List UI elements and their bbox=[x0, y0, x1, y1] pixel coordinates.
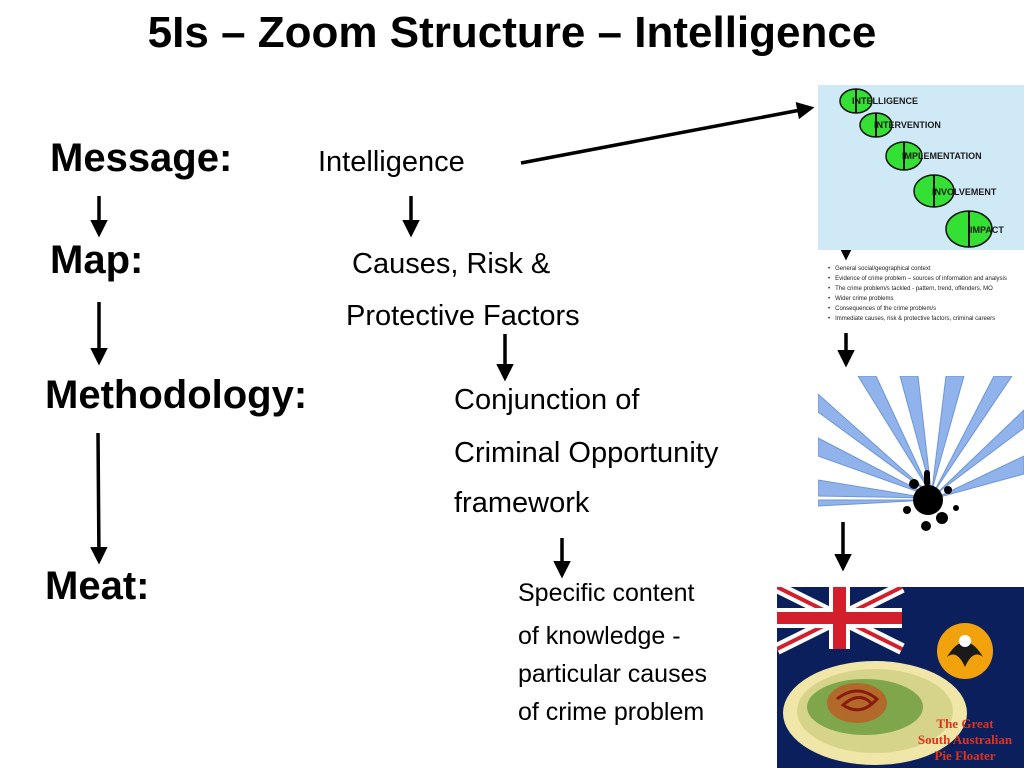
map-label: Map: bbox=[50, 238, 144, 282]
union-jack-icon bbox=[777, 587, 905, 655]
leaf-icon bbox=[913, 174, 955, 208]
slide-title: 5Is – Zoom Structure – Intelligence bbox=[147, 8, 877, 57]
pie-caption-line: The Great bbox=[936, 716, 994, 731]
meat-line-2: of knowledge - bbox=[518, 622, 681, 650]
pie-bowl-icon bbox=[783, 661, 967, 765]
piping-shrike-badge-icon bbox=[937, 623, 993, 679]
leaf-icon bbox=[839, 88, 873, 114]
methodology-line-3: framework bbox=[454, 487, 590, 519]
pie-floater-image: The Great South Australian Pie Floater bbox=[777, 587, 1024, 768]
bullet-item: General social/geographical context bbox=[828, 264, 1024, 274]
pie-caption: The Great South Australian Pie Floater bbox=[910, 716, 1020, 764]
bullet-item: Immediate causes, risk & protective fact… bbox=[828, 314, 1024, 324]
message-label: Message: bbox=[50, 136, 233, 180]
methodology-label: Methodology: bbox=[45, 373, 308, 417]
meat-label: Meat: bbox=[45, 564, 150, 608]
bullet-item: Evidence of crime problem – sources of i… bbox=[828, 274, 1024, 284]
meat-line-1: Specific content bbox=[518, 579, 695, 607]
arrow-message-to-5is bbox=[520, 102, 815, 165]
map-line-2: Protective Factors bbox=[346, 300, 580, 332]
arrow-methodology-to-meat-left bbox=[90, 432, 108, 565]
five-is-label: IMPACT bbox=[970, 225, 1004, 235]
methodology-line-1: Conjunction of bbox=[454, 384, 640, 416]
pie-caption-line: Pie Floater bbox=[934, 748, 996, 763]
five-is-label: INVOLVEMENT bbox=[932, 187, 997, 197]
five-is-label: INTELLIGENCE bbox=[852, 96, 919, 106]
bullet-item: Wider crime problems bbox=[828, 294, 1024, 304]
meat-line-3: particular causes bbox=[518, 660, 707, 688]
flag-and-pie-graphic bbox=[777, 587, 993, 765]
conjunction-rays-graphic bbox=[818, 376, 1024, 531]
bullet-item: Consequences of the crime problem/s bbox=[828, 304, 1024, 314]
map-line-1: Causes, Risk & bbox=[352, 248, 551, 280]
ink-splat-icon bbox=[903, 470, 959, 531]
methodology-line-2: Criminal Opportunity bbox=[454, 437, 719, 469]
five-is-label: INTERVENTION bbox=[874, 120, 941, 130]
meat-line-4: of crime problem bbox=[518, 698, 705, 726]
five-is-diagram: INTELLIGENCE INTERVENTION IMPLEMENTATION… bbox=[818, 85, 1024, 250]
pie-caption-line: South Australian bbox=[917, 732, 1013, 747]
ray-fan bbox=[818, 376, 1024, 507]
intelligence-bullet-list: General social/geographical context Evid… bbox=[828, 264, 1024, 324]
leaf-icon bbox=[885, 141, 923, 171]
five-is-label: IMPLEMENTATION bbox=[902, 151, 982, 161]
message-value: Intelligence bbox=[318, 146, 465, 178]
bullet-item: The crime problem/s tackled - pattern, t… bbox=[828, 284, 1024, 294]
leaf-icon bbox=[945, 210, 993, 248]
leaf-icon bbox=[859, 112, 893, 138]
